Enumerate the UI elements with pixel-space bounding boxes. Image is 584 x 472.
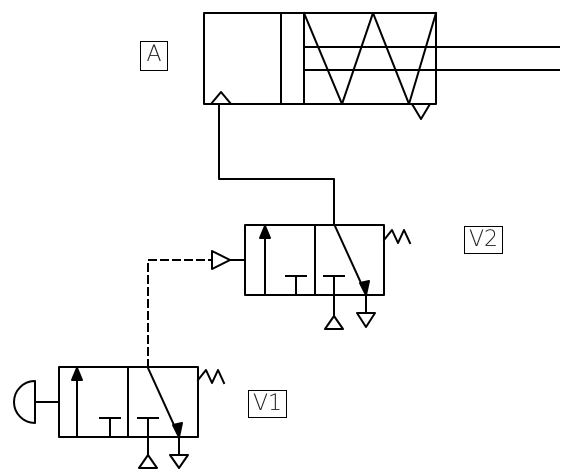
pushbutton-head <box>13 380 36 424</box>
air-line-a-v2 <box>218 103 335 226</box>
cylinder-exhaust-port <box>411 103 431 120</box>
pilot-line-v1-v2 <box>147 259 212 368</box>
valve-v2-spring <box>382 229 412 245</box>
return-spring <box>302 11 438 105</box>
label-v2: V2 <box>464 226 503 254</box>
label-v1: V1 <box>248 390 287 418</box>
valve-v2-arrowhead <box>259 225 271 239</box>
cylinder-body <box>203 12 437 105</box>
label-a: A <box>140 41 168 71</box>
cylinder-a <box>203 11 560 120</box>
valve-v1-supply-triangle <box>138 454 158 469</box>
valve-v2 <box>211 224 412 330</box>
valve-v1-spring <box>196 369 226 385</box>
cylinder-piston <box>280 12 305 105</box>
cylinder-port <box>210 91 232 105</box>
valve-v2-pilot-triangle <box>211 250 231 270</box>
valve-v1-exhaust-triangle <box>169 454 189 469</box>
valve-v1 <box>13 366 226 469</box>
valve-v2-supply-triangle <box>324 315 344 330</box>
valve-v2-exhaust-triangle <box>356 312 376 328</box>
